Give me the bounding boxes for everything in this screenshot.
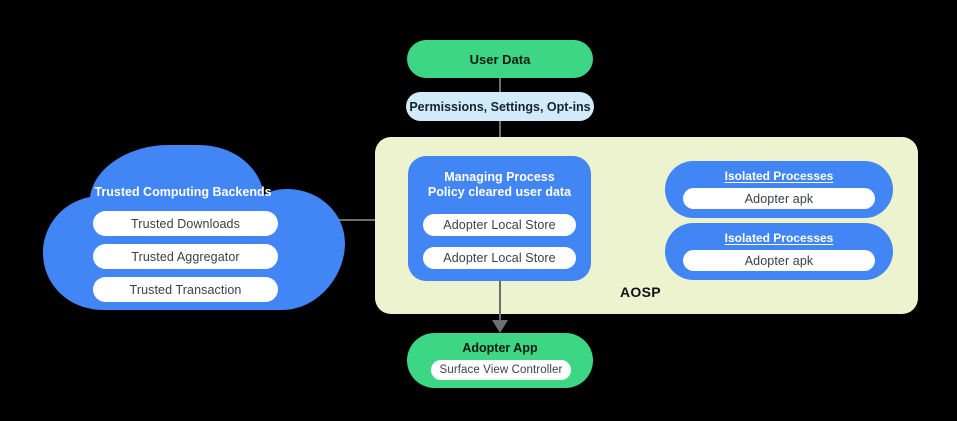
connector-managing-process-to-adopter-app [499,281,501,325]
isolated-process-node-1[interactable]: Isolated Processes Adopter apk [665,161,893,218]
user-data-node[interactable]: User Data [407,40,593,78]
trusted-computing-backends-cloud[interactable]: Trusted Computing Backends Trusted Downl… [38,145,353,317]
cloud-item-trusted-aggregator[interactable]: Trusted Aggregator [93,244,278,269]
adopter-local-store-1[interactable]: Adopter Local Store [423,214,576,236]
adopter-apk-2[interactable]: Adopter apk [683,250,875,271]
arrowhead-down-icon [492,320,508,333]
adopter-app-title: Adopter App [462,341,538,355]
isolated-process-node-2[interactable]: Isolated Processes Adopter apk [665,223,893,280]
adopter-app-node[interactable]: Adopter App Surface View Controller [407,333,593,388]
isolated-process-title-2: Isolated Processes [724,231,834,245]
cloud-item-trusted-downloads[interactable]: Trusted Downloads [93,211,278,236]
cloud-item-trusted-transaction[interactable]: Trusted Transaction [93,277,278,302]
connector-cloud-to-managing-process [318,219,408,221]
aosp-label: AOSP [620,284,661,300]
adopter-local-store-2[interactable]: Adopter Local Store [423,247,576,269]
cloud-title: Trusted Computing Backends [94,185,272,199]
user-data-label: User Data [469,51,531,67]
managing-process-title: Managing Process Policy cleared user dat… [427,170,572,199]
managing-process-node[interactable]: Managing Process Policy cleared user dat… [408,156,591,281]
permissions-settings-optins-node[interactable]: Permissions, Settings, Opt-ins [406,92,594,121]
isolated-process-title-1: Isolated Processes [724,169,834,183]
surface-view-controller[interactable]: Surface View Controller [431,360,571,380]
adopter-apk-1[interactable]: Adopter apk [683,188,875,209]
permissions-label: Permissions, Settings, Opt-ins [409,99,591,114]
